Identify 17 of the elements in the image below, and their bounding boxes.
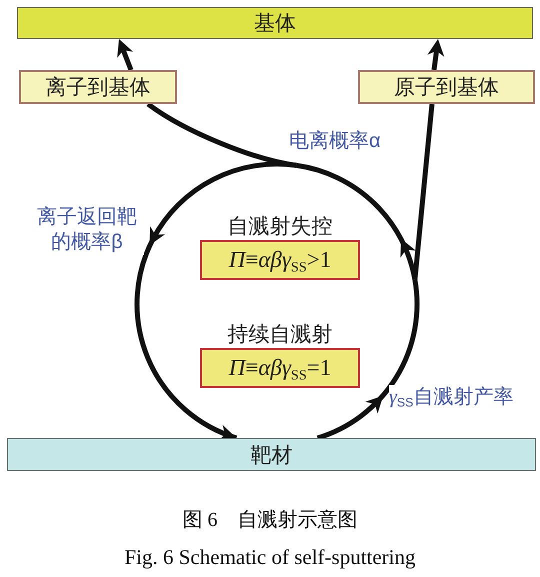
figure-caption: Fig. 6 Schematic of self-sputtering	[124, 545, 416, 570]
process-box: 原子到基体	[358, 70, 535, 104]
process-box: 离子到基体	[19, 70, 177, 104]
arrow	[117, 39, 134, 71]
arrow	[296, 162, 418, 280]
figure-caption: 图 6 自溅射示意图	[182, 508, 358, 533]
formula-text: Π≡αβγ$_{SS}$>1	[228, 246, 332, 274]
substrate-bar: 基体	[17, 7, 533, 39]
target-bar: 靶材	[7, 438, 536, 471]
connector-line	[412, 104, 434, 280]
arrow	[316, 279, 420, 440]
edge-label: γ$_{SS}$自溅射产率	[389, 385, 514, 410]
connector-line	[146, 102, 297, 168]
state-heading: 持续自溅射	[228, 322, 332, 348]
state-heading: 自溅射失控	[228, 214, 332, 240]
arrow	[427, 39, 444, 70]
formula-text: Π≡αβγ$_{SS}$=1	[228, 354, 332, 382]
